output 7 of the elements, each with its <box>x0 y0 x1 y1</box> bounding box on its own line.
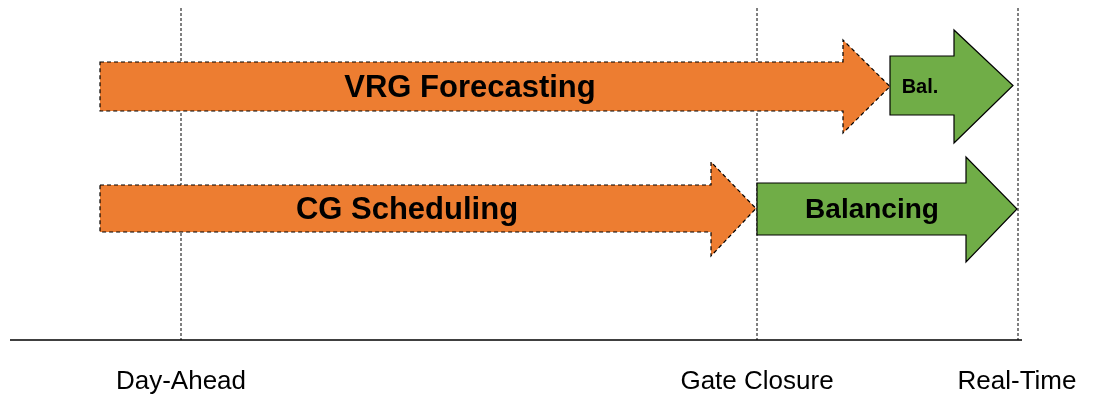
timeline-label: Day-Ahead <box>115 365 247 396</box>
arrow-label: VRG Forecasting <box>344 68 596 105</box>
arrow-label: Balancing <box>805 193 939 225</box>
timeline-label: Gate Closure <box>680 365 834 396</box>
arrow-label: CG Scheduling <box>295 190 519 227</box>
arrow-label: Bal. <box>901 74 939 97</box>
timeline-label: Real-Time <box>957 365 1077 396</box>
